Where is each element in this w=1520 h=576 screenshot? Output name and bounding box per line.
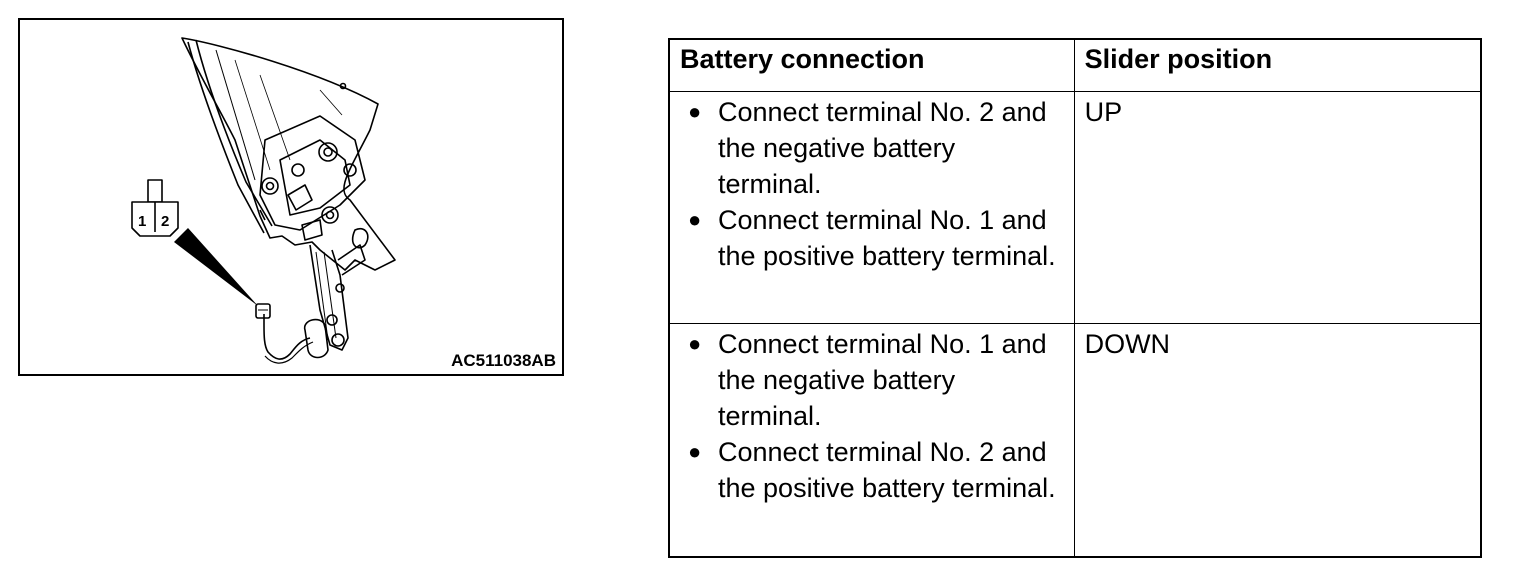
battery-slider-table: Battery connection Slider position ● Conn… xyxy=(668,38,1482,558)
bullet-icon: ● xyxy=(688,206,702,232)
connection-steps: ● Connect terminal No. 2 and the negative… xyxy=(686,94,1064,274)
door-regulator-illustration: 1 2 xyxy=(131,37,396,364)
figure-illustration: 1 2 AC511038AB xyxy=(18,18,564,376)
list-item: ● Connect terminal No. 2 and the negative… xyxy=(686,94,1064,202)
slider-position-cell: UP xyxy=(1073,90,1482,324)
bullet-icon: ● xyxy=(688,98,702,124)
slider-position-cell: DOWN xyxy=(1073,322,1482,558)
step-text: Connect terminal No. 1 and the negative … xyxy=(718,328,1047,431)
table-header-row: Battery connection Slider position xyxy=(668,38,1482,92)
step-text: Connect terminal No. 1 and the positive … xyxy=(718,204,1056,271)
bullet-icon: ● xyxy=(688,438,702,464)
header-slider-position: Slider position xyxy=(1073,38,1482,92)
header-battery-connection: Battery connection xyxy=(668,38,1075,92)
terminal-1-label: 1 xyxy=(138,213,146,230)
battery-connection-cell: ● Connect terminal No. 2 and the negative… xyxy=(668,90,1075,324)
table-row: ● Connect terminal No. 2 and the negative… xyxy=(668,90,1482,324)
list-item: ● Connect terminal No. 2 and the positive… xyxy=(686,434,1064,506)
terminal-2-label: 2 xyxy=(161,213,169,230)
step-text: Connect terminal No. 2 and the positive … xyxy=(718,436,1056,503)
list-item: ● Connect terminal No. 1 and the negative… xyxy=(686,326,1064,434)
table-row: ● Connect terminal No. 1 and the negative… xyxy=(668,322,1482,558)
battery-connection-cell: ● Connect terminal No. 1 and the negative… xyxy=(668,322,1075,558)
step-text: Connect terminal No. 2 and the negative … xyxy=(718,96,1047,199)
bullet-icon: ● xyxy=(688,330,702,356)
figure-code: AC511038AB xyxy=(451,351,556,370)
connection-steps: ● Connect terminal No. 1 and the negative… xyxy=(686,326,1064,506)
list-item: ● Connect terminal No. 1 and the positive… xyxy=(686,202,1064,274)
